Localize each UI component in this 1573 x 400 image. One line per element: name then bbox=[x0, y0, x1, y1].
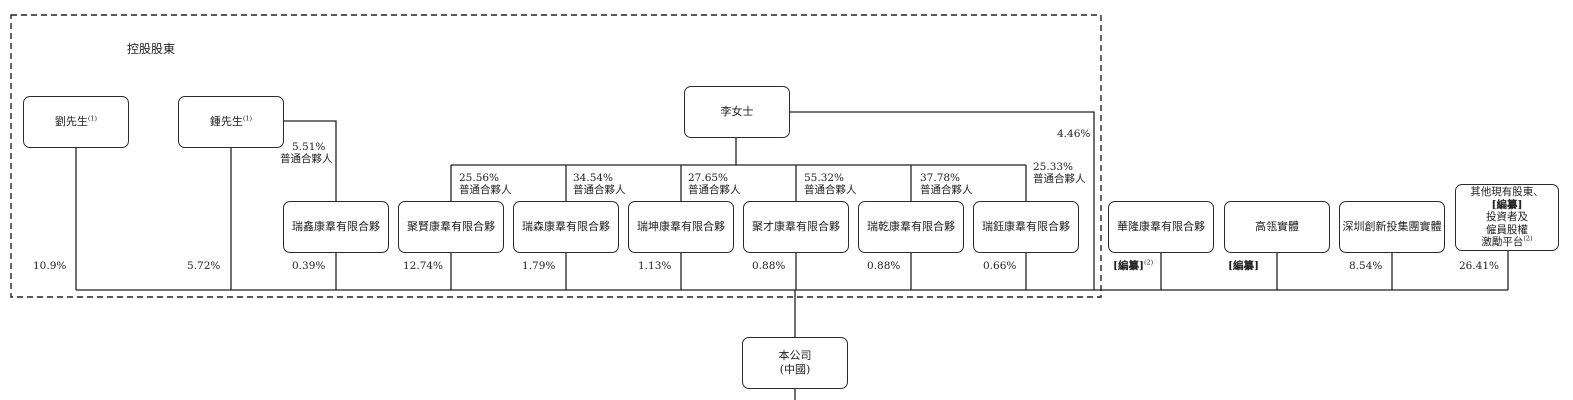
entity-shenzhen: 深圳創新投集團實體 bbox=[1339, 201, 1445, 253]
mr-liu-name: 劉先生 bbox=[54, 115, 88, 129]
pct-gaozhi: [編纂] bbox=[1228, 260, 1259, 272]
others-line1: 其他現有股東、 bbox=[1470, 186, 1544, 199]
company-box: 本公司 (中國) bbox=[742, 337, 848, 389]
gp-text-ruiyu: 普通合夥人 bbox=[1033, 173, 1086, 186]
pct-ruikun: 1.13% bbox=[638, 260, 672, 272]
controlling-group-frame bbox=[10, 14, 1102, 298]
company-name: 本公司 bbox=[778, 349, 812, 363]
gp-pct-jucai: 55.32% bbox=[804, 172, 845, 184]
ruiqian-name: 瑞乾康羣有限合夥 bbox=[867, 220, 955, 234]
hualong-name: 華隆康羣有限合夥 bbox=[1117, 220, 1205, 234]
gp-pct-ruiyu: 25.33% bbox=[1033, 161, 1074, 173]
pct-ruisen: 1.79% bbox=[522, 260, 556, 272]
ms-li-name: 李女士 bbox=[720, 105, 754, 119]
gaozhi-name: 高瓴實體 bbox=[1255, 220, 1299, 234]
gp-label-ruisen: 34.54% 普通合夥人 bbox=[573, 172, 626, 196]
ruisen-name: 瑞森康羣有限合夥 bbox=[522, 220, 610, 234]
gp-label-ruiyu: 25.33% 普通合夥人 bbox=[1033, 161, 1086, 185]
entity-jucai: 聚才康羣有限合夥 bbox=[743, 201, 849, 253]
pct-hualong: [編纂](2) bbox=[1113, 258, 1154, 272]
controlling-shareholders-title: 控股股東 bbox=[127, 42, 176, 56]
gp-pct-ruiqian: 37.78% bbox=[920, 172, 961, 184]
pct-zhong: 5.72% bbox=[187, 260, 221, 272]
ms-li-direct-pct: 4.46% bbox=[1057, 128, 1091, 140]
entity-ruisen: 瑞森康羣有限合夥 bbox=[513, 201, 619, 253]
pct-ruixin: 0.39% bbox=[292, 260, 326, 272]
pct-hualong-note: (2) bbox=[1143, 258, 1154, 267]
entity-hualong: 華隆康羣有限合夥 bbox=[1108, 201, 1214, 253]
mr-liu-note: (1) bbox=[87, 114, 98, 123]
gp-text-ruiqian: 普通合夥人 bbox=[920, 184, 973, 197]
juxian-name: 聚賢康羣有限合夥 bbox=[407, 220, 495, 234]
others-line4: 僱員股權 bbox=[1486, 223, 1528, 236]
pct-jucai: 0.88% bbox=[752, 260, 786, 272]
shareholder-mr-zhong: 鍾先生(1) bbox=[178, 96, 284, 148]
gp-text-juxian: 普通合夥人 bbox=[459, 184, 512, 197]
mr-zhong-note: (1) bbox=[242, 114, 253, 123]
gp-text-ruikun: 普通合夥人 bbox=[688, 184, 741, 197]
gp-label-ruiqian: 37.78% 普通合夥人 bbox=[920, 172, 973, 196]
pct-juxian: 12.74% bbox=[403, 260, 444, 272]
gp-text-ruixin: 普通合夥人 bbox=[280, 153, 333, 166]
ruiyu-name: 瑞鈺康羣有限合夥 bbox=[982, 220, 1070, 234]
others-line2: [編纂] bbox=[1491, 198, 1523, 211]
shareholder-ms-li: 李女士 bbox=[684, 86, 790, 138]
others-note: (2) bbox=[1523, 234, 1533, 243]
ruikun-name: 瑞坤康羣有限合夥 bbox=[637, 220, 725, 234]
entity-ruiqian: 瑞乾康羣有限合夥 bbox=[858, 201, 964, 253]
gp-label-ruikun: 27.65% 普通合夥人 bbox=[688, 172, 741, 196]
entity-other-shareholders: 其他現有股東、 [編纂] 投資者及 僱員股權 激勵平台(2) bbox=[1455, 184, 1559, 251]
gp-label-ruixin: 5.51% 普通合夥人 bbox=[280, 141, 333, 165]
gp-pct-ruikun: 27.65% bbox=[688, 172, 729, 184]
shenzhen-name: 深圳創新投集團實體 bbox=[1342, 220, 1442, 234]
gp-pct-ruisen: 34.54% bbox=[573, 172, 614, 184]
ruixin-name: 瑞鑫康羣有限合夥 bbox=[292, 220, 380, 234]
entity-gaozhi: 高瓴實體 bbox=[1224, 201, 1330, 253]
pct-liu: 10.9% bbox=[33, 260, 67, 272]
gp-pct-juxian: 25.56% bbox=[459, 172, 500, 184]
others-line5: 激勵平台 bbox=[1481, 236, 1524, 249]
mr-zhong-name: 鍾先生 bbox=[209, 115, 243, 129]
gp-pct-ruixin: 5.51% bbox=[292, 141, 326, 153]
gp-label-juxian: 25.56% 普通合夥人 bbox=[459, 172, 512, 196]
company-region: (中國) bbox=[779, 363, 811, 376]
gp-label-jucai: 55.32% 普通合夥人 bbox=[804, 172, 857, 196]
entity-ruikun: 瑞坤康羣有限合夥 bbox=[628, 201, 734, 253]
pct-hualong-value: [編纂] bbox=[1113, 260, 1144, 272]
entity-ruiyu: 瑞鈺康羣有限合夥 bbox=[973, 201, 1079, 253]
entity-ruixin: 瑞鑫康羣有限合夥 bbox=[283, 201, 389, 253]
pct-shenzhen: 8.54% bbox=[1349, 260, 1383, 272]
others-line3: 投資者及 bbox=[1486, 211, 1528, 224]
pct-ruiyu: 0.66% bbox=[983, 260, 1017, 272]
entity-juxian: 聚賢康羣有限合夥 bbox=[398, 201, 504, 253]
pct-others: 26.41% bbox=[1459, 260, 1500, 272]
gp-text-jucai: 普通合夥人 bbox=[804, 184, 857, 197]
jucai-name: 聚才康羣有限合夥 bbox=[752, 220, 840, 234]
shareholder-mr-liu: 劉先生(1) bbox=[23, 96, 129, 148]
pct-ruiqian: 0.88% bbox=[867, 260, 901, 272]
gp-text-ruisen: 普通合夥人 bbox=[573, 184, 626, 197]
